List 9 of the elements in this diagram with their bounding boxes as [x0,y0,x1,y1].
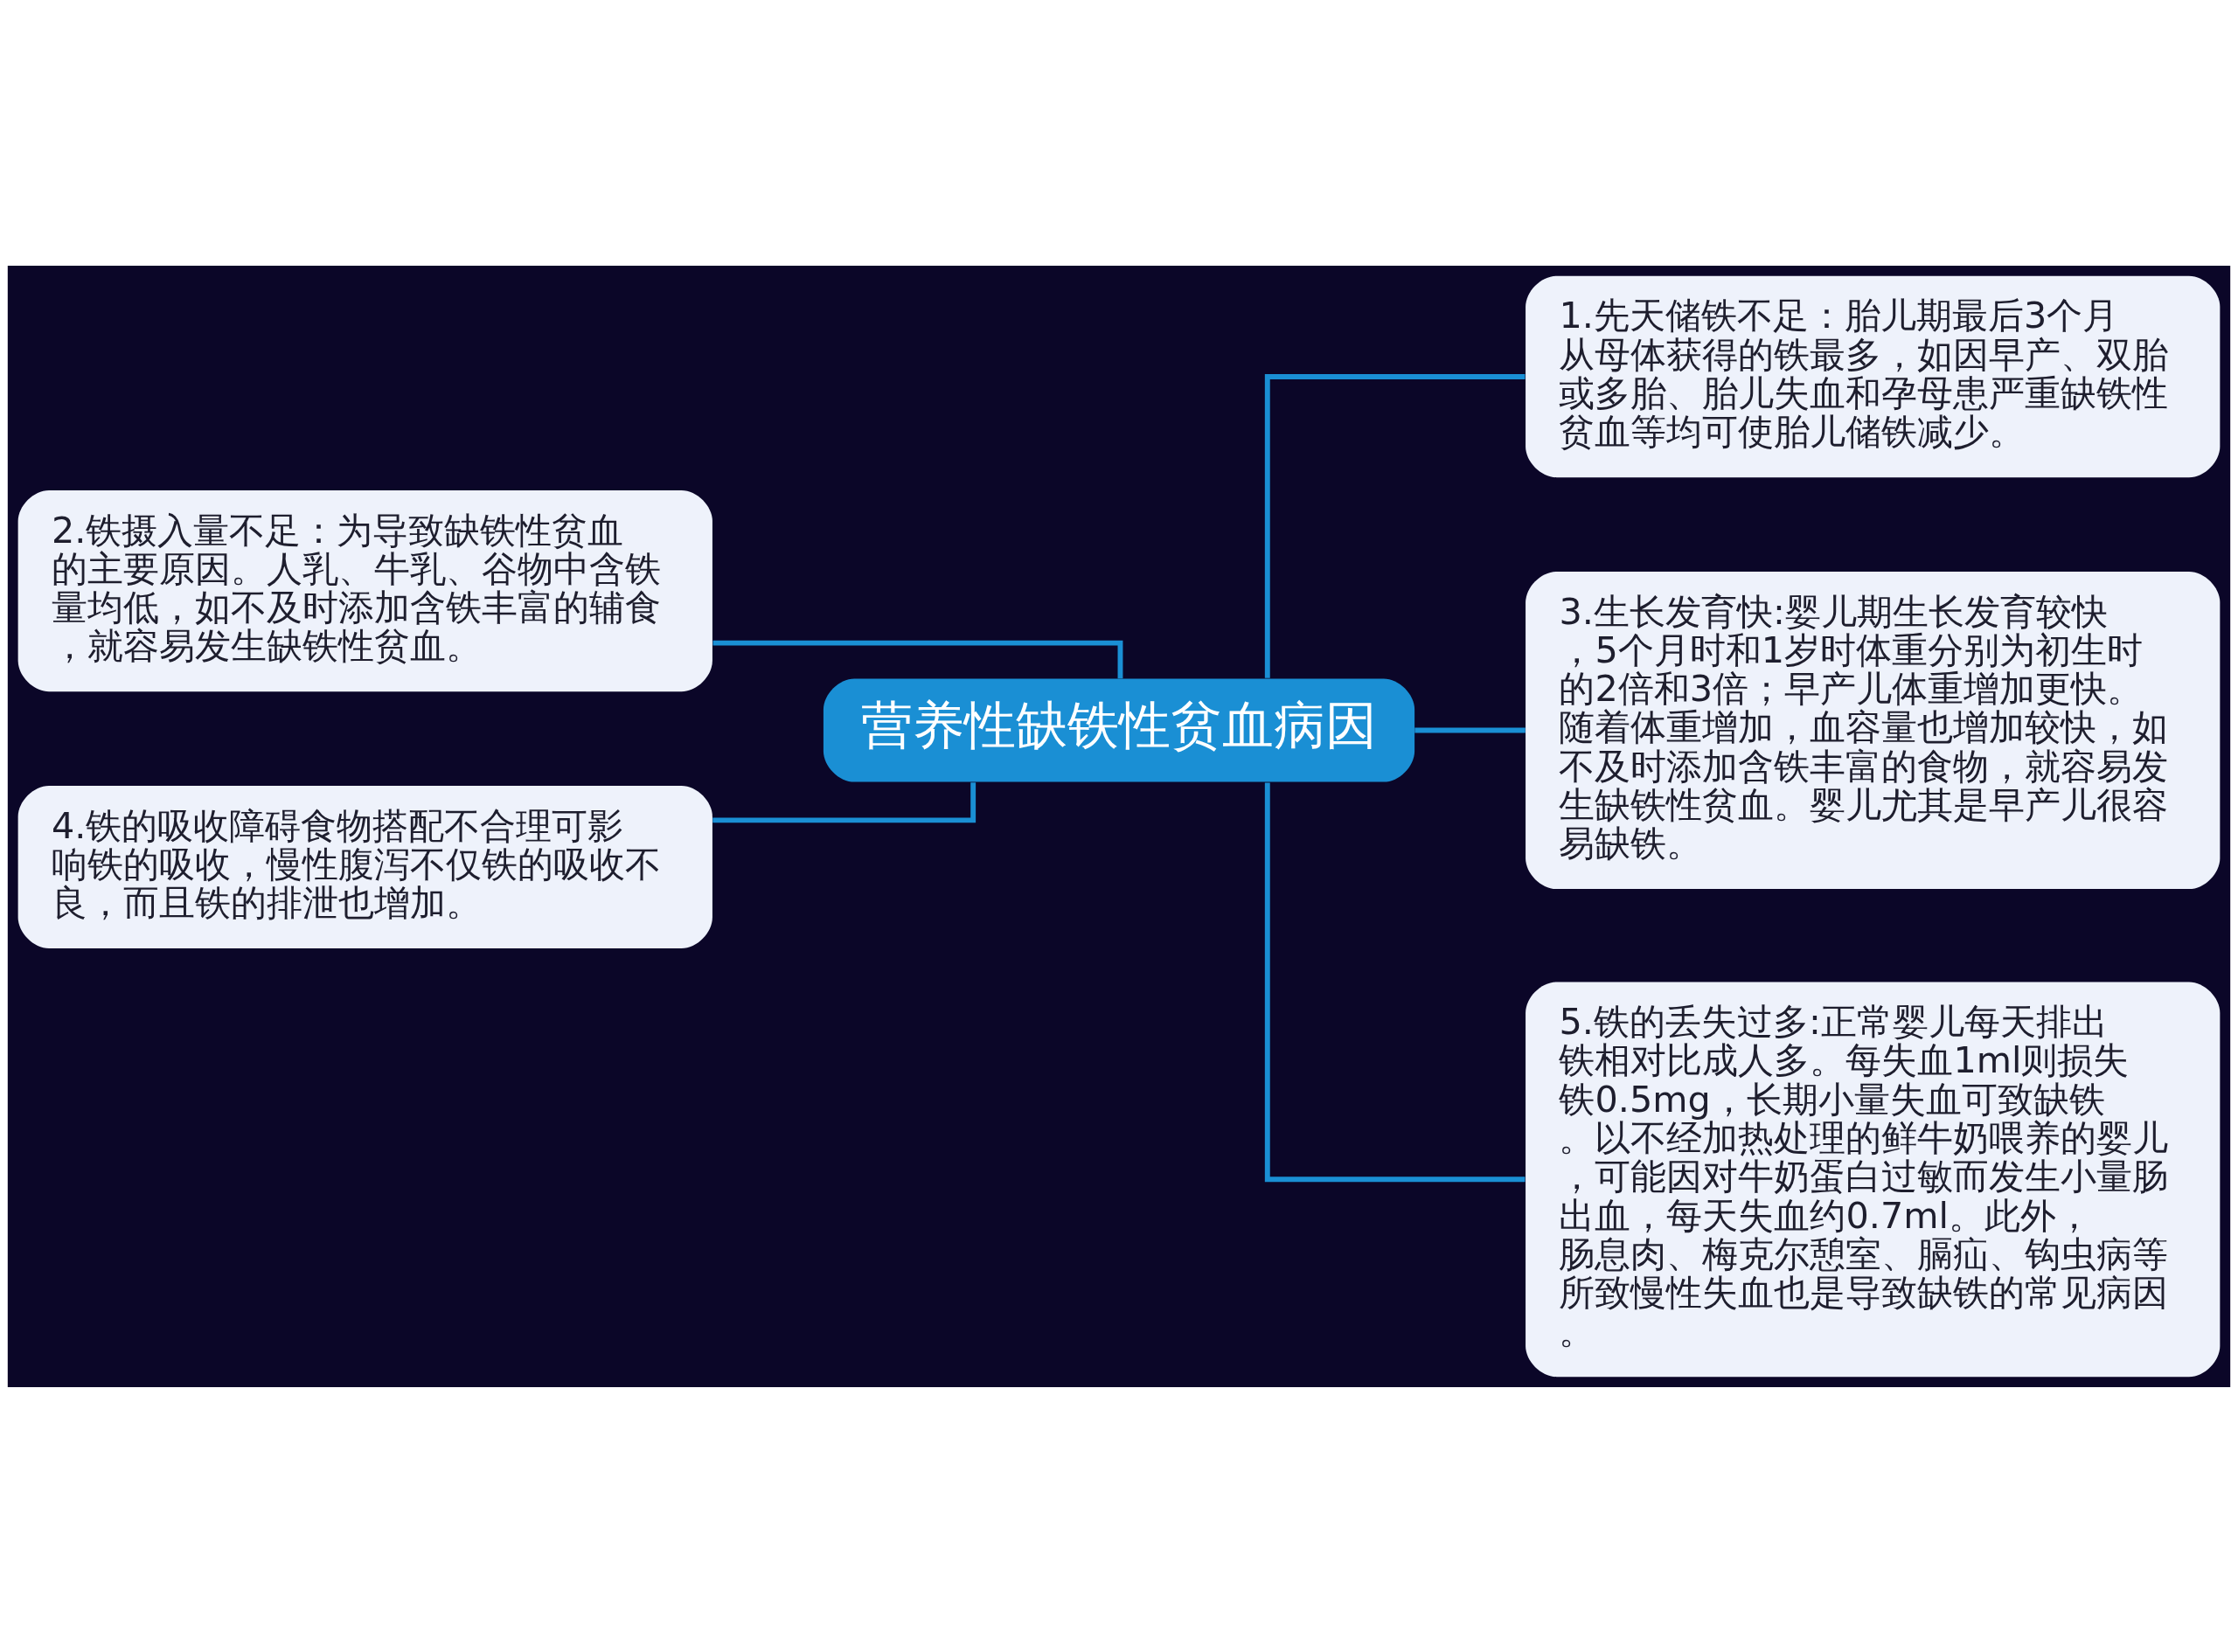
node-box: 2.铁摄入量不足：为导致缺铁性贫血的主要原因。人乳、牛乳、谷物中含铁量均低，如不及时添加含铁丰富的辅食，就容易发生缺铁性贫血。 [17,489,712,691]
connector [1414,727,1526,732]
connector [1264,373,1526,678]
connector [1264,781,1526,1182]
node-box: 4.铁的吸收障碍食物搭配不合理可影响铁的吸收，慢性腹泻不仅铁的吸收不良，而且铁的排泄也增加。 [17,785,712,948]
node-box: 1.先天储铁不足：胎儿期最后3个月从母体获得的铁最多，如因早产、双胎或多胎、胎儿失血和孕母患严重缺铁性贫血等均可使胎儿储铁减少。 [1526,275,2221,477]
node-box: 3.生长发育快:婴儿期生长发育较快，5个月时和1岁时体重分别为初生时的2倍和3倍；早产儿体重增加更快。随着体重增加，血容量也增加较快，如不及时添加含铁丰富的食物，就容易发生缺铁性贫血。婴儿尤其是早产儿很容易缺铁。 [1526,571,2221,889]
node-box: 营养性缺铁性贫血病因 [823,677,1415,782]
node-box: 5.铁的丢失过多:正常婴儿每天排出铁相对比成人多。每失血1ml则损失铁0.5mg，长期小量失血可致缺铁。以不经加热处理的鲜牛奶喂养的婴儿，可能因对牛奶蛋白过敏而发生小量肠出血，每天失血约0.7ml。此外，肠息肉、梅克尔憩室、膈疝、钩虫病等所致慢性失血也是导致缺铁的常见病因。 [1526,981,2221,1377]
